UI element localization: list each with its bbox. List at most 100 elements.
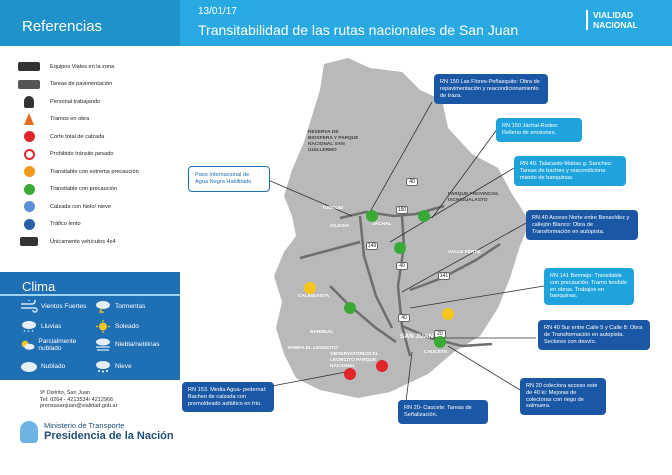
road-equipment-icon [14,60,44,74]
sun-icon [96,320,110,333]
clima-panel: Clima Vientos Fuertes Tormentas Lluvias … [0,272,180,380]
clima-label: Nublado [41,363,66,370]
references-title: Referencias [22,18,103,35]
callout-agua-negra[interactable]: Paso Internacional de Agua Negra Habilit… [188,166,270,192]
report-date: 13/01/17 [198,6,237,17]
legend-label: Transitable con extrema precaución [50,168,139,175]
callout-rn20-caucete[interactable]: RN 20- Caucete: Tareas de Señalización. [398,400,488,424]
header-bar: Referencias 13/01/17 Transitabilidad de … [0,0,672,46]
clima-item: Nublado [20,360,90,373]
road-closed-icon [14,130,44,144]
clima-item: Vientos Fuertes [20,300,90,313]
clima-item: Tormentas [94,300,174,313]
legend-item: Tráfico lento [14,216,174,234]
ministry-title: Presidencia de la Nación [44,430,174,442]
legend-item: Transitable con extrema precaución [14,163,174,181]
ministry-subtitle: Ministerio de Transporte [44,421,125,430]
logo-line-1: VIALIDAD [593,10,634,20]
place-caucete: CAUCETE [424,350,448,355]
legend-label: Únicamente vehículos 4x4 [50,238,116,245]
place-reserva: RESERVA DE BIOSFERA Y PARQUE NACIONAL SA… [308,130,359,153]
legend-label: Corte total de calzada [50,133,105,140]
legend-label: Tareas de pavimentación [50,81,113,88]
snow-icon [96,361,110,373]
legend-item: Personal trabajando [14,93,174,111]
callout-connectors [267,101,545,403]
clima-item: Nieve [94,360,174,373]
legend-list: Equipos Viales en la zona Tareas de pavi… [14,58,174,251]
place-iglesia: IGLESIA [330,224,350,229]
place-valle-fertil: VALLE FÉRTIL [448,250,482,255]
caution-icon[interactable] [366,210,378,222]
clima-item: Lluvias [20,320,90,333]
callout-rn141-bermejo[interactable]: RN 141 Bermejo: Transitable con precauci… [544,268,634,306]
legend-item: Prohibido tránsito pesado [14,146,174,164]
caution-icon[interactable] [394,242,406,254]
clima-item: Soleado [94,320,174,333]
route-shield: 150 [396,206,408,214]
worker-icon [14,95,44,109]
callout-rn20-colectora[interactable]: RN 20 colectora acceso este de 40 ki: Me… [520,378,606,416]
place-jachal: JÁCHAL [372,222,392,227]
road-closed-icon[interactable] [376,360,388,372]
place-calingasta: CALINGASTA [298,294,330,299]
callout-rn40-acceso-norte[interactable]: RN 40 Acceso Norte entre Benavídez y cal… [526,210,638,241]
clima-label: Vientos Fuertes [41,303,87,310]
route-shield: 149 [366,242,378,250]
legend-item: Tramos en obra [14,111,174,129]
route-shield: 40 [406,178,418,186]
clima-title: Clima [22,279,56,294]
legend-label: Equipos Viales en la zona [50,63,115,70]
partly-cloudy-icon [21,340,35,350]
legend-label: Transitable con precaución [50,186,117,193]
cloud-icon [21,362,37,372]
legend-item: Calzada con hielo/ nieve [14,198,174,216]
place-tudcum: TUDCUM [322,206,343,211]
ice-icon [14,200,44,214]
contact-email[interactable]: prensasanjuan@vialidad.gob.ar [40,403,118,409]
legend-label: Personal trabajando [50,98,101,105]
clima-item: Niebla/neblinas [94,338,174,351]
no-heavy-traffic-icon [14,147,44,161]
route-shield: 40 [398,314,410,322]
map-area: RESERVA DE BIOSFERA Y PARQUE NACIONAL SA… [180,46,672,475]
callout-rn153-media-agua[interactable]: RN 153. Media Agua- pedernal: Bacheo de … [182,382,274,413]
caution-icon[interactable] [344,302,356,314]
fog-icon [96,338,110,351]
clima-label: Niebla/neblinas [115,341,160,348]
page-title: Transitabilidad de las rutas nacionales … [198,22,519,38]
slow-traffic-icon [14,217,44,231]
place-san-juan: SAN JUAN [400,333,434,340]
rain-icon [22,321,36,333]
clima-label: Lluvias [41,323,62,330]
callout-rn40-sur[interactable]: RN 40 Sur entre Calle 5 y Calle 8: Obra … [538,320,650,351]
clima-label: Nieve [115,363,132,370]
paving-icon [14,77,44,91]
legend-label: Tráfico lento [50,221,81,228]
contact-info: 9º Distrito, San Juan Tel: 0264 - 421353… [40,390,117,410]
wind-icon [21,300,38,313]
callout-rn150-las-flores[interactable]: RN 150 Las Flores-Peñasquito: Obra de re… [434,74,548,105]
extreme-caution-icon [14,165,44,179]
legend-panel: Equipos Viales en la zona Tareas de pavi… [0,46,180,475]
province-map [267,58,545,403]
place-pampa: PAMPA EL LEONCITO [288,346,338,351]
caution-icon [14,182,44,196]
road-closed-icon[interactable] [344,368,356,380]
clima-label: Tormentas [115,303,146,310]
clima-divider [0,294,180,296]
clima-label: Soleado [115,323,139,330]
caution-icon[interactable] [434,336,446,348]
clima-item: Parcialmente nublado [20,338,92,352]
callout-rn150-jachal[interactable]: RN 150 Jáchal-Rodeo: Relleno de erosione… [496,118,582,142]
callout-rn40-talacasto[interactable]: RN 40. Talacasto-Matías g. Sanchez: Tare… [514,156,626,187]
contact-district: 9º Distrito, San Juan [40,390,91,396]
legend-item: Tareas de pavimentación [14,76,174,94]
route-shield: 141 [438,272,450,280]
legend-label: Tramos en obra [50,116,90,123]
place-leoncito: OBSERVATORIOS EL LEONCITO PARQUE NACIONA… [330,352,379,369]
storm-icon [96,301,110,313]
caution-icon[interactable] [418,210,430,222]
route-shield: 40 [396,262,408,270]
clima-label: Parcialmente nublado [38,338,77,352]
